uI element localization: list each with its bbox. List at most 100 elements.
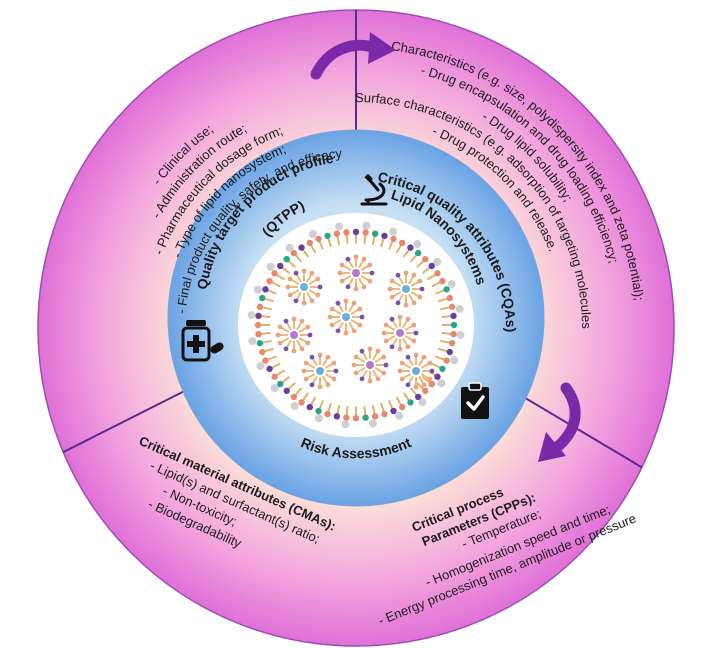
micelle-tail (410, 280, 420, 287)
micelle-head (309, 270, 315, 276)
micelle-core (342, 313, 350, 321)
lipid-head (271, 270, 278, 277)
micelle-tail (374, 356, 384, 363)
micelle-tail (322, 357, 329, 367)
surface-particle (285, 243, 294, 252)
lipid-head (290, 393, 298, 401)
micelle-head (417, 294, 423, 300)
lipid-head (381, 232, 388, 240)
micelle-tail (397, 293, 404, 303)
micelle-tail (418, 375, 425, 385)
micelle-tail (356, 356, 366, 363)
micelle-tail (290, 289, 300, 296)
micelle-tail (407, 375, 414, 385)
micelle-tail (337, 303, 344, 313)
lipid-head (450, 330, 457, 338)
curved-arrow-icon (310, 32, 396, 80)
micelle-head (345, 256, 351, 262)
surface-particle (270, 384, 279, 393)
lipid-head (422, 255, 429, 263)
micelle-head (383, 362, 389, 368)
micelle-head (315, 292, 321, 298)
lipid-head (439, 277, 446, 285)
micelle-head (381, 354, 387, 360)
surface-particle (433, 257, 442, 266)
micelle-head (353, 254, 359, 260)
micelle-tail (311, 375, 318, 385)
micelle-head (291, 316, 297, 322)
micelle-tail (348, 303, 355, 313)
micelle-tail (280, 337, 290, 344)
lipid-head (371, 413, 379, 420)
curved-arrow-icon (538, 382, 581, 462)
micelle-head (285, 284, 291, 290)
micelle-tail (298, 326, 308, 333)
micelle-head (389, 278, 395, 284)
lipid-head (381, 410, 388, 418)
micelle-tail (358, 259, 365, 269)
lipid-head (324, 232, 331, 240)
micelle-head (421, 382, 427, 388)
micelle-head (411, 272, 417, 278)
micelle-head (339, 278, 345, 284)
micelle-tail (347, 277, 354, 287)
micelle-tail (306, 362, 316, 369)
lipid-head (266, 277, 273, 285)
micelle-head (301, 368, 307, 374)
surface-particle (290, 401, 299, 410)
micelle-tail (322, 375, 329, 385)
micelle-tail (392, 280, 402, 287)
lipid-head (352, 228, 360, 236)
micelle-head (343, 330, 349, 336)
micelle-head (387, 286, 393, 292)
lipid-head (333, 230, 341, 237)
lipid-head (343, 414, 350, 421)
micelle-head (427, 360, 433, 366)
micelle-head (345, 284, 351, 290)
micelle-head (397, 368, 403, 374)
micelle-tail (391, 337, 398, 347)
surface-particle (413, 240, 422, 249)
micelle-head (367, 378, 373, 384)
micelle-tail (306, 373, 316, 380)
micelle-head (357, 306, 363, 312)
micelle-head (361, 284, 367, 290)
micelle-core (412, 367, 420, 375)
micelle-head (361, 256, 367, 262)
micelle-core (366, 361, 374, 369)
micelle-core (290, 331, 298, 339)
micelle-head (383, 338, 389, 344)
micelle-core (396, 329, 404, 337)
micelle-tail (332, 308, 342, 315)
lipid-head (414, 249, 422, 257)
surface-particle (308, 230, 317, 239)
micelle-head (369, 270, 375, 276)
lipid-head (262, 357, 269, 364)
lipid-head (371, 230, 379, 237)
clipboard-check-icon (461, 382, 489, 419)
micelle-core (402, 285, 410, 293)
microscope-icon (360, 173, 388, 206)
micelle-head (303, 376, 309, 382)
micelle-tail (391, 319, 398, 329)
micelle-tail (296, 321, 303, 331)
micelle-tail (308, 278, 318, 285)
micelle-tail (420, 362, 430, 369)
micelle-tail (360, 275, 370, 282)
micelle-head (405, 382, 411, 388)
surface-particle (368, 419, 377, 428)
lipid-head (256, 303, 264, 311)
micelle-head (351, 328, 357, 334)
micelle-head (301, 300, 307, 306)
micelle-head (301, 268, 307, 274)
micelle-head (427, 376, 433, 382)
micelle-head (353, 286, 359, 292)
micelle-head (307, 332, 313, 338)
micelle-head (429, 368, 435, 374)
micelle-tail (342, 275, 352, 282)
micelle-head (325, 354, 331, 360)
lipid-head (422, 387, 429, 395)
lipid-head (450, 312, 457, 320)
lipid-head (256, 339, 264, 347)
surface-particle (248, 337, 257, 346)
